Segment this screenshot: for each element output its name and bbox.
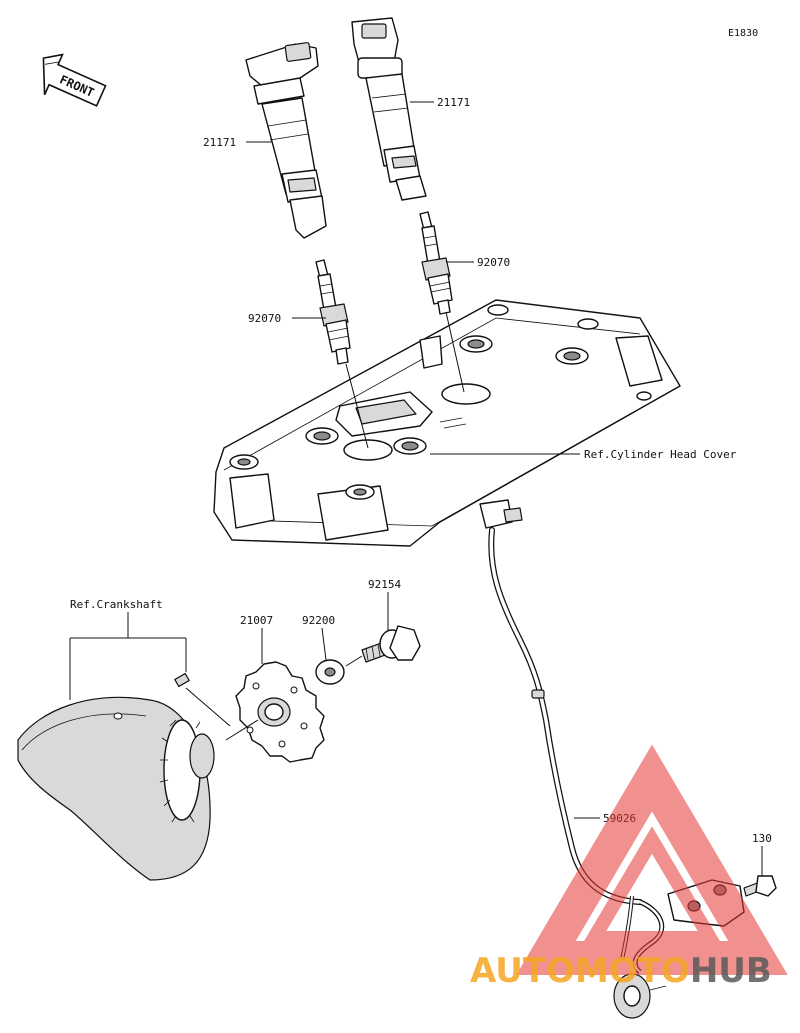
- label-ignition-coil-left: 21171: [203, 136, 236, 149]
- watermark-hub: HUB: [690, 951, 772, 991]
- label-cylinder-head-cover: Ref.Cylinder Head Cover: [584, 448, 737, 461]
- label-ignition-coil-right: 21171: [437, 96, 470, 109]
- crankshaft-end: [17, 672, 215, 881]
- diagram-code: E1830: [728, 28, 758, 39]
- label-rotor-bolt: 92154: [368, 578, 401, 591]
- watermark-logo: [516, 744, 788, 975]
- watermark-auto: AUTO: [470, 951, 575, 991]
- pickup-bolt: [743, 875, 777, 897]
- spark-plug-left: [315, 259, 351, 365]
- spark-plug-right: [419, 211, 453, 315]
- label-spark-plug-right: 92070: [477, 256, 510, 269]
- label-crankshaft: Ref.Crankshaft: [70, 598, 163, 611]
- watermark-moto: MOTO: [575, 951, 690, 991]
- ignition-coil-right: [351, 17, 427, 201]
- front-arrow-icon: FRONT: [42, 53, 107, 107]
- washer: [315, 659, 345, 685]
- rotor-bolt: [361, 625, 421, 663]
- watermark-text: AUTOMOTOHUB: [470, 951, 772, 991]
- leader-lines: [69, 101, 763, 876]
- watermark-triangle-icon: [516, 744, 788, 975]
- ignition-coil-left: [245, 42, 327, 239]
- cylinder-head-cover: [213, 299, 681, 547]
- label-washer: 92200: [302, 614, 335, 627]
- svg-text:AUTOMOTOHUB: AUTOMOTOHUB: [470, 951, 772, 991]
- label-pickup-bolt: 130: [752, 832, 772, 845]
- label-spark-plug-left: 92070: [248, 312, 281, 325]
- label-timing-rotor: 21007: [240, 614, 273, 627]
- timing-rotor: [235, 661, 325, 763]
